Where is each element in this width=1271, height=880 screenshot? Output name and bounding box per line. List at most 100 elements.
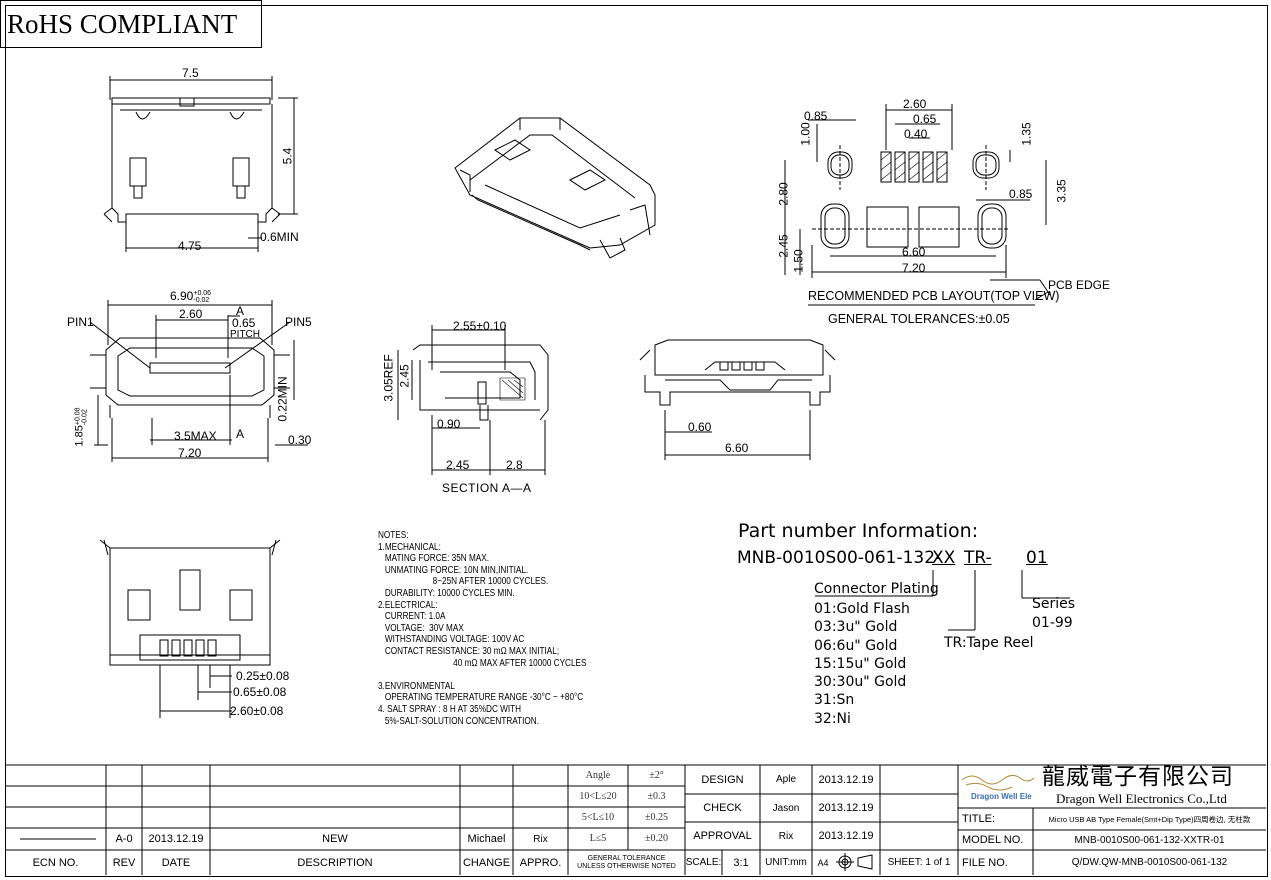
bottom-dim-1: 0.25±0.08 [236,669,290,683]
dim-front-height: 1.85+0.08-0.02 [73,407,89,447]
dim-side-width: 6.60 [725,441,749,455]
header-appro: APPRO. [519,856,562,869]
design-date: 2013.12.19 [818,773,874,786]
rev-value: A-0 [115,833,133,845]
dim-section-height: 2.45 [397,364,412,388]
company-name-en: Dragon Well Electronics Co.,Ltd [1056,791,1227,806]
note-line: 40 mΩ MAX AFTER 10000 CYCLES [378,657,587,669]
note-line: 4. SALT SPRAY : 8 H AT 35%DC WITH [378,703,522,715]
title-value: Micro USB AB Type Female(Smt+Dip Type)四周… [1048,814,1251,824]
title-block-grid [5,765,1266,875]
pin5-label: PIN5 [285,315,312,329]
dim-top-pin-len: 0.6MIN [260,230,299,244]
part-number-xx: XX [932,548,956,568]
rev-date: 2013.12.19 [148,833,204,845]
plating-option: 15:15u" Gold [814,655,907,672]
note-line: 3.ENVIRONMENTAL [378,680,455,692]
dim-front-width-top: 6.90+0.06-0.02 [170,289,212,304]
note-line: 5%-SALT-SOLUTION CONCENTRATION. [378,715,539,727]
rev-change: Michael [467,833,506,845]
note-line [378,669,586,681]
note-line: MATING FORCE: 35N MAX. [378,553,490,565]
model-value: MNB-0010S00-061-132-XXTR-01 [1074,834,1225,846]
note-line: UNMATING FORCE: 10N MIN,INITIAL. [378,564,529,576]
pcb-dim-3-35: 3.35 [1054,179,1069,203]
approval-date: 2013.12.19 [818,830,874,842]
note-line: DURABILITY: 10000 CYCLES MIN. [378,587,515,599]
plating-option: 31:Sn [814,692,855,709]
notes-block: NOTES:1.MECHANICAL: MATING FORCE: 35N MA… [378,530,586,727]
pcb-dim-0-85: 0.85 [804,109,828,123]
dim-front-width-bottom: 7.20 [178,446,202,460]
plating-option: 06:6u" Gold [814,637,898,654]
note-line: NOTES: [378,530,409,541]
tolerance-value: ±0.3 [647,791,666,802]
pcb-dim-0-65: 0.65 [913,112,937,126]
plating-option: 03:3u" Gold [814,619,898,636]
header-change: CHANGE [462,856,511,869]
sheet-label: SHEET: 1 of 1 [887,857,951,868]
note-line: CONTACT RESISTANCE: 30 mΩ MAX INITIAL; [378,645,560,657]
header-date: DATE [161,856,191,869]
tolerance-range: 5<L≤10 [581,812,615,823]
pcb-dim-6-60: 6.60 [902,245,926,259]
file-label: FILE NO. [962,856,1008,869]
series-title: Series [1032,596,1076,612]
tolerance-range: Angle [585,770,611,781]
note-line: 1.MECHANICAL: [378,541,441,553]
dragon-logo-icon [962,775,1034,790]
pcb-layout-drawing [785,104,1050,305]
part-number-tr: TR- [964,548,992,568]
dim-section-ref: 3.05REF [381,354,396,402]
pcb-dim-2-60: 2.60 [903,97,927,111]
tolerance-range: L≤5 [589,833,607,844]
check-label: CHECK [703,802,742,814]
pcb-dim-0-40: 0.40 [904,127,928,141]
check-date: 2013.12.19 [818,802,874,814]
dim-front-offset: 0.30 [288,433,312,447]
part-number-title: Part number Information: [738,520,979,542]
approval-name: Rix [778,830,794,842]
dim-front-height-min: 0.22MIN [275,376,290,422]
rev-appro: Rix [533,833,548,845]
note-line: CURRENT: 1.0A [378,611,446,623]
company-name-cn: 龍威電子有限公司 [1042,764,1234,789]
pitch-label: PITCH [230,329,260,340]
note-line: OPERATING TEMPERATURE RANGE -30°C ~ +80°… [378,692,584,704]
pcb-dim-2-80: 2.80 [776,182,791,206]
dim-section-w2: 2.8 [506,458,523,472]
header-rev: REV [112,856,136,869]
bottom-dim-3: 2.60±0.08 [230,704,284,718]
dim-top-height: 5.4 [280,147,295,165]
pcb-dim-1-50: 1.50 [791,249,806,273]
header-ecn: ECN NO. [32,856,79,869]
dim-top-inner: 4.75 [178,239,202,253]
series-range: 01-99 [1032,615,1073,631]
rohs-label: RoHS COMPLIANT [0,0,262,48]
dim-front-pin-span: 2.60 [179,307,203,321]
scale-value: 3:1 [733,856,749,869]
rev-description: NEW [322,833,348,845]
plating-title: Connector Plating [814,581,939,597]
note-line: 2.ELECTRICAL: [378,599,438,611]
tolerance-value: ±0.20 [645,833,668,844]
dim-front-pitch: 0.65 [232,316,256,330]
front-view-drawing [90,300,308,462]
part-number-series: 01 [1026,548,1048,568]
pcb-tolerance: GENERAL TOLERANCES:±0.05 [828,312,1010,326]
dim-section-top: 2.55±0.10 [453,319,507,333]
tape-reel-label: TR:Tape Reel [944,635,1034,651]
section-label: SECTION A—A [442,481,532,495]
unit-label: UNIT:mm [765,857,807,868]
pcb-dim-0-85b: 0.85 [1009,187,1033,201]
pin1-label: PIN1 [67,315,94,329]
check-name: Jason [772,802,800,814]
model-label: MODEL NO. [962,834,1024,846]
pcb-dim-2-45: 2.45 [776,234,791,258]
pcb-edge-label: PCB EDGE [1048,278,1111,292]
header-description: DESCRIPTION [297,856,373,869]
iso-view-drawing [455,118,655,258]
